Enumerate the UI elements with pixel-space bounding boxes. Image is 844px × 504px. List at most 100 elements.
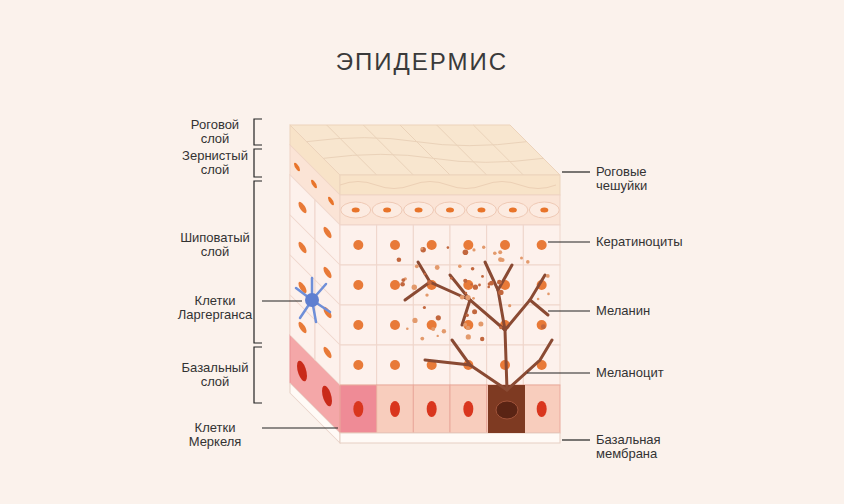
cell-label: Клетки Меркеля	[189, 421, 242, 449]
keratinocyte-nucleus	[353, 280, 363, 290]
keratinocyte	[377, 225, 414, 265]
granular-cell	[466, 202, 496, 218]
left-face	[290, 125, 340, 443]
melanin-granule	[435, 265, 440, 270]
membrane-side	[290, 383, 340, 443]
melanin-granule	[415, 264, 419, 268]
corneum-wave	[340, 182, 556, 189]
brackets	[254, 119, 262, 403]
basal-nucleus	[322, 382, 332, 410]
melanin-granule	[466, 326, 470, 330]
melanin-granule	[463, 249, 469, 255]
leader-line	[548, 310, 590, 311]
keratinocyte-nucleus	[324, 265, 332, 281]
granular-nucleus	[294, 161, 300, 173]
melanin-granule	[421, 247, 426, 252]
melanin-granule	[466, 314, 469, 317]
granular-cell	[372, 202, 402, 218]
scale-line	[400, 125, 450, 175]
keratinocyte	[413, 225, 450, 265]
part-label: Меланин	[596, 304, 650, 318]
basal-nucleus	[353, 401, 363, 417]
keratinocyte-nucleus	[353, 320, 363, 330]
keratinocyte-nucleus	[299, 240, 307, 256]
leader-line	[562, 171, 590, 172]
keratinocyte-nucleus	[537, 240, 547, 250]
bracket	[254, 347, 262, 403]
basal-nucleus	[390, 401, 400, 417]
corneum-front	[340, 175, 560, 195]
granular-cell	[498, 202, 528, 218]
melanin-granule	[480, 337, 484, 341]
basal-membrane	[340, 433, 560, 443]
melanin-granule	[478, 321, 483, 326]
keratinocyte-nucleus	[390, 360, 400, 370]
melanin-granule	[520, 257, 523, 260]
melanin-granule	[493, 251, 497, 255]
merkel-cell	[340, 385, 377, 433]
keratinocyte	[377, 305, 414, 345]
keratinocyte-nucleus	[537, 320, 547, 330]
granular-cell	[435, 202, 465, 218]
left-cells	[290, 157, 340, 418]
melanin-granule	[547, 293, 550, 296]
melanin-granule	[425, 293, 428, 296]
melanin-granule	[436, 315, 441, 320]
scale-line	[307, 138, 527, 146]
dendrite	[530, 300, 548, 315]
melanin-granule	[537, 298, 540, 301]
melanin-granule	[498, 290, 503, 295]
dendrite	[418, 262, 470, 300]
keratinocyte-nucleus	[390, 280, 400, 290]
keratinocyte	[413, 345, 450, 385]
keratinocyte	[340, 265, 377, 305]
layer-label: Базальный слой	[182, 361, 249, 389]
melanin-granule	[463, 323, 467, 327]
dendrite	[485, 262, 505, 330]
layer-label: Роговой слой	[191, 118, 239, 146]
keratinocyte-nucleus	[463, 240, 473, 250]
granular-nucleus	[311, 178, 317, 190]
basal-nucleus	[297, 357, 307, 385]
leader-line	[548, 241, 590, 242]
melanin-granule	[546, 274, 550, 278]
melanin-granule	[526, 260, 530, 264]
melanin-granule	[401, 278, 405, 282]
leader-line	[262, 300, 302, 301]
basal-cell	[450, 385, 487, 433]
horn-scales	[307, 125, 544, 175]
dendrite	[505, 275, 545, 330]
basal-cell	[413, 385, 450, 433]
melanin-granule	[472, 309, 477, 314]
granular-nucleus	[540, 208, 548, 213]
layer-label: Шиповатый слой	[180, 231, 250, 259]
keratinocyte-nucleus	[427, 240, 437, 250]
melanin-granule	[397, 257, 402, 262]
cell-label: Клетки Ларгерганса	[178, 294, 253, 322]
scale-line	[327, 125, 377, 175]
dendrite	[450, 275, 507, 390]
melanin-granule	[498, 257, 503, 262]
granular-nucleus	[383, 208, 391, 213]
melanin-granule	[470, 283, 472, 285]
langerhans-processes	[296, 278, 330, 322]
melanin-granule	[472, 248, 475, 251]
melanin-granule	[450, 277, 453, 280]
melanocyte	[405, 262, 552, 433]
melanin-granule	[442, 329, 446, 333]
basal-nucleus	[463, 401, 473, 417]
keratinocyte	[487, 265, 524, 305]
granular-cell	[404, 202, 434, 218]
leader-line	[527, 372, 590, 373]
melanin-granule	[431, 327, 435, 331]
keratinocyte-nucleus	[324, 345, 332, 361]
melanin-granule	[472, 297, 475, 300]
melanin-granule	[460, 295, 465, 300]
keratinocyte-nucleus	[353, 360, 363, 370]
melanin-granule	[463, 279, 467, 283]
melanin-granule	[427, 280, 432, 285]
melanin-granule	[471, 267, 475, 271]
granular-nucleus	[509, 208, 517, 213]
keratinocyte-nucleus	[390, 320, 400, 330]
melanin-granules	[397, 246, 550, 342]
